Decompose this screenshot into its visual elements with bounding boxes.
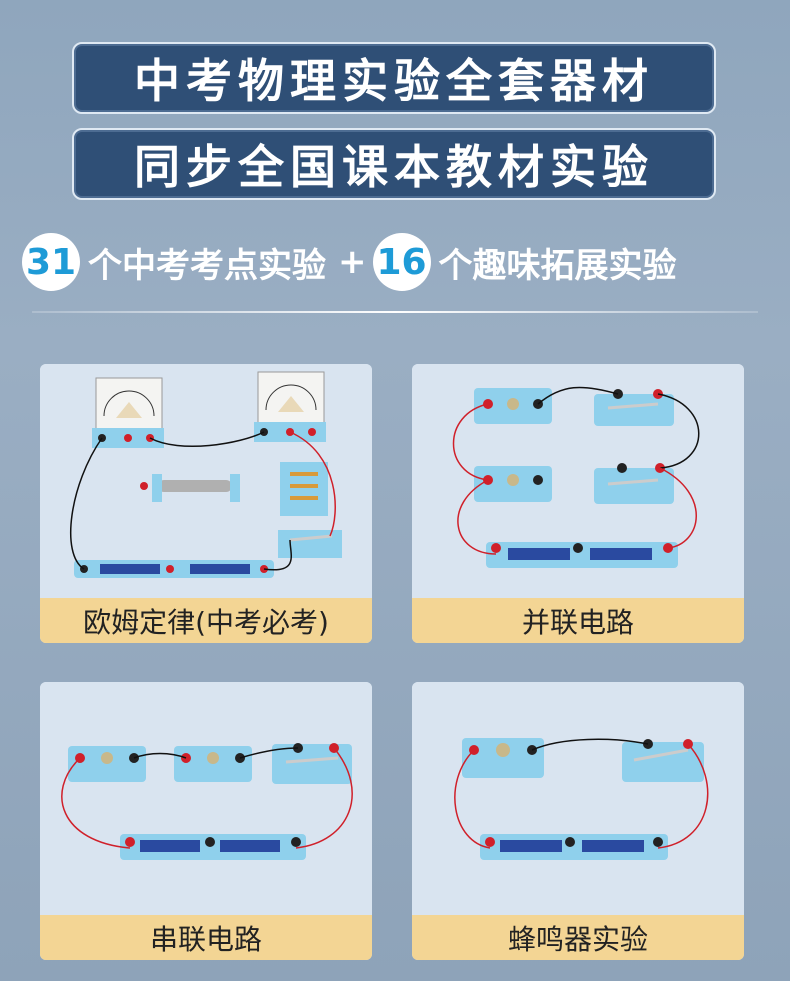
series-circuit-apparatus-photo — [40, 682, 372, 916]
experiment-card-ohms-law: 欧姆定律(中考必考) — [40, 364, 372, 643]
caption-parallel-circuit: 并联电路 — [412, 598, 744, 643]
buzzer-apparatus-photo — [412, 682, 744, 916]
headline-banner-1: 中考物理实验全套器材 — [72, 42, 716, 114]
count-badge-extension: 16 — [372, 233, 431, 291]
parallel-circuit-apparatus-photo — [412, 364, 744, 598]
experiment-count-row: 31 个中考考点实验 + 16 个趣味拓展实验 — [22, 232, 776, 292]
extension-experiments-label: 个趣味拓展实验 — [438, 245, 677, 286]
headline-banner-2: 同步全国课本教材实验 — [72, 128, 716, 200]
experiment-card-parallel-circuit: 并联电路 — [412, 364, 744, 643]
plus-sign: + — [338, 242, 367, 282]
caption-ohms-law: 欧姆定律(中考必考) — [40, 598, 372, 643]
count-badge-exam: 31 — [22, 233, 80, 291]
exam-experiments-label: 个中考考点实验 — [88, 245, 326, 286]
caption-series-circuit: 串联电路 — [40, 915, 372, 960]
experiment-card-buzzer: 蜂鸣器实验 — [412, 682, 744, 960]
experiment-card-series-circuit: 串联电路 — [40, 682, 372, 960]
divider-line — [32, 311, 758, 313]
caption-buzzer: 蜂鸣器实验 — [412, 915, 744, 960]
ohms-law-apparatus-photo — [40, 364, 372, 598]
